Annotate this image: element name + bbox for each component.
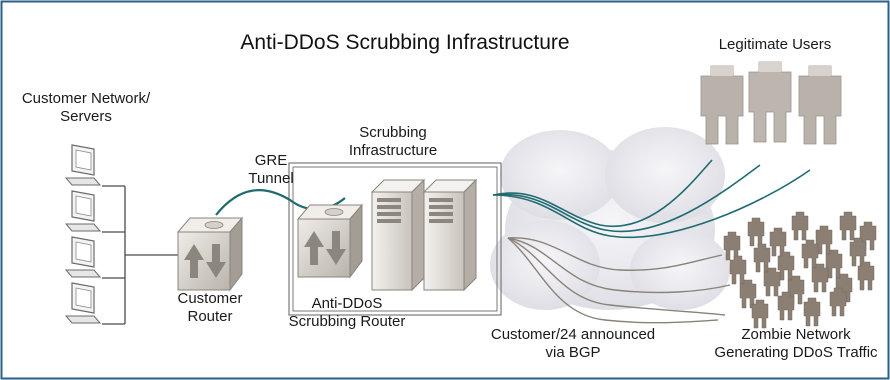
customer-router-label-line1: Customer bbox=[177, 290, 243, 307]
server-icon bbox=[422, 178, 478, 292]
computer-icon bbox=[64, 236, 102, 278]
page-title: Anti-DDoS Scrubbing Infrastructure bbox=[240, 31, 570, 54]
zombie-network-label-line2: Generating DDoS Traffic bbox=[714, 344, 878, 361]
legitimate-users-group bbox=[700, 61, 842, 145]
gre-tunnel-label-line1: GRE bbox=[254, 152, 288, 169]
person-icon bbox=[798, 65, 842, 145]
person-icon bbox=[769, 227, 787, 257]
person-icon bbox=[777, 291, 795, 321]
computer-icon bbox=[64, 282, 102, 324]
person-icon bbox=[791, 211, 809, 241]
person-icon bbox=[700, 65, 744, 145]
computer-icon bbox=[64, 190, 102, 232]
person-icon bbox=[815, 225, 833, 255]
computer-icon bbox=[64, 144, 102, 186]
person-icon bbox=[829, 287, 847, 317]
scrubbing-infrastructure-box bbox=[288, 162, 502, 316]
router-icon bbox=[296, 203, 364, 279]
internet-cloud bbox=[490, 127, 730, 310]
anti-ddos-router-label-line1: Anti-DDoS bbox=[311, 295, 383, 312]
customer-router-label: Customer Router bbox=[160, 290, 260, 326]
person-icon bbox=[803, 297, 821, 327]
bgp-announcement-label-line1: Customer/24 announced bbox=[490, 326, 656, 343]
person-icon bbox=[747, 217, 765, 247]
zombie-network-label: Zombie Network Generating DDoS Traffic bbox=[704, 326, 888, 362]
zombie-network-group bbox=[723, 211, 877, 329]
scrubbing-infrastructure-label-line1: Scrubbing bbox=[359, 124, 427, 141]
person-icon bbox=[839, 211, 857, 241]
person-icon bbox=[751, 299, 769, 329]
person-icon bbox=[777, 251, 795, 281]
gre-tunnel-label: GRE Tunnel bbox=[236, 152, 306, 188]
person-icon bbox=[849, 237, 867, 267]
bgp-announcement-label: Customer/24 announced via BGP bbox=[478, 326, 668, 362]
scrubbing-infrastructure-label-line2: Infrastructure bbox=[348, 142, 438, 159]
legitimate-users-label: Legitimate Users bbox=[718, 36, 832, 53]
customer-router-label-line2: Router bbox=[187, 308, 233, 325]
zombie-network-label-line1: Zombie Network bbox=[741, 326, 851, 343]
person-icon bbox=[748, 61, 792, 143]
person-icon bbox=[811, 263, 829, 293]
bgp-announcement-label-line2: via BGP bbox=[545, 344, 601, 361]
anti-ddos-router-label-line2: Scrubbing Router bbox=[288, 313, 406, 330]
scrubbing-infrastructure-label: Scrubbing Infrastructure bbox=[318, 124, 468, 160]
person-icon bbox=[729, 255, 747, 285]
person-icon bbox=[857, 261, 875, 291]
server-icon bbox=[370, 178, 426, 292]
anti-ddos-router-label: Anti-DDoS Scrubbing Router bbox=[282, 295, 412, 331]
person-icon bbox=[753, 243, 771, 273]
gre-tunnel-label-line2: Tunnel bbox=[248, 170, 294, 187]
customer-network-label: Customer Network/ Servers bbox=[10, 90, 162, 126]
customer-network-label-line2: Servers bbox=[60, 108, 112, 125]
legitimate-traffic-lines bbox=[492, 159, 811, 238]
attack-traffic-lines bbox=[507, 237, 731, 324]
customer-network-wiring bbox=[102, 185, 180, 325]
person-icon bbox=[801, 239, 819, 269]
person-icon bbox=[723, 231, 741, 261]
person-icon bbox=[763, 267, 781, 297]
router-icon bbox=[176, 216, 244, 292]
customer-network-label-line1: Customer Network/ bbox=[21, 90, 151, 107]
person-icon bbox=[825, 249, 843, 279]
person-icon bbox=[739, 279, 757, 309]
